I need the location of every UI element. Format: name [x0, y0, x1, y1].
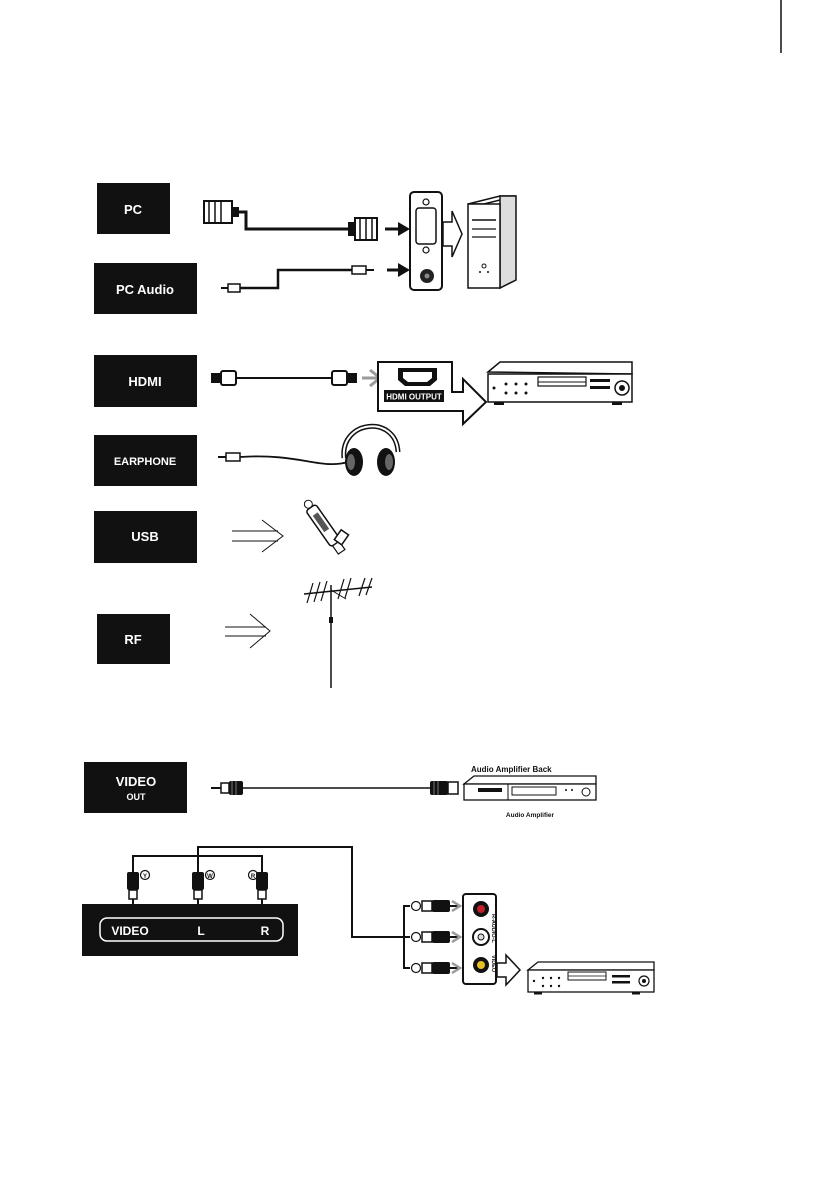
rca-plug-video	[127, 872, 139, 906]
av-wire-middle	[197, 846, 410, 938]
pc-row: PC PC Audio	[94, 183, 517, 314]
video-out-row: VIDEO OUT Audio Amplifier Back Aud	[84, 762, 597, 819]
earphone-label-box	[94, 435, 197, 486]
earphone-label: EARPHONE	[114, 456, 176, 468]
rca-marker-y: Y	[139, 869, 151, 881]
pc-label-box	[97, 183, 170, 234]
hdmi-label: HDMI	[128, 374, 161, 389]
hdmi-plug-left	[211, 370, 237, 386]
av-panel-frame	[99, 917, 284, 942]
earphone-cable	[239, 455, 349, 466]
av-panel	[82, 904, 298, 956]
pc-label: PC	[124, 202, 143, 217]
pc-port-panel	[409, 191, 443, 291]
vga-plug-right	[348, 217, 378, 241]
usb-label-box	[94, 511, 197, 563]
headphones-icon	[341, 424, 401, 476]
av-r-label: R	[261, 924, 270, 938]
dvd-player-icon	[485, 361, 633, 405]
av-l-label: L	[197, 924, 204, 938]
hdmi-port-icon	[398, 368, 437, 386]
gray-arrows	[451, 899, 463, 975]
rca-plug-device-y	[410, 962, 458, 974]
video-out-label-line2: OUT	[127, 792, 147, 802]
svg-text:Y: Y	[143, 874, 147, 880]
svg-text:R: R	[251, 874, 256, 880]
amplifier-label: Audio Amplifier	[506, 812, 555, 819]
hdmi-row: HDMI HDMI OUTPUT	[94, 355, 633, 427]
rca-marker-w: W	[204, 869, 216, 881]
double-arrow-icon	[232, 519, 284, 553]
hdmi-output-label-box	[384, 390, 444, 402]
pc-audio-label: PC Audio	[116, 282, 174, 297]
antenna-icon	[303, 577, 373, 688]
usb-row: USB	[94, 499, 350, 563]
earphone-row: EARPHONE	[94, 424, 401, 486]
audio-jack-right	[351, 265, 374, 275]
vga-plug-left	[203, 200, 239, 224]
rf-label: RF	[124, 632, 141, 647]
hdmi-plug-right	[331, 370, 357, 386]
rca-plug-r	[256, 872, 268, 906]
rf-row: RF	[97, 577, 373, 688]
vga-cable	[239, 210, 350, 231]
device-jack-panel: R-AUDIO-L VIDEO	[462, 893, 497, 985]
audio-jack-left	[221, 283, 241, 293]
rca-plug-right	[430, 781, 459, 795]
arrow-right-icon	[385, 222, 410, 236]
svg-text:W: W	[207, 874, 213, 880]
usb-stick-icon	[303, 499, 346, 555]
audio-amplifier-icon	[462, 775, 597, 801]
pc-tower-icon	[467, 195, 517, 290]
outline-arrow-icon	[442, 210, 463, 258]
hdmi-label-box	[94, 355, 197, 407]
jack-audio-label: R-AUDIO-L	[490, 914, 496, 943]
audio-jack-plug	[218, 452, 241, 462]
video-out-label-line1: VIDEO	[116, 774, 156, 789]
rca-plug-device-r	[410, 900, 458, 912]
av-video-label: VIDEO	[111, 924, 148, 938]
double-arrow-icon	[225, 613, 271, 649]
arrow-right-icon	[387, 263, 410, 277]
usb-cap-icon	[333, 528, 350, 546]
usb-label: USB	[131, 529, 158, 544]
av-row: Y W R VIDEO L R	[82, 846, 655, 995]
hdmi-output-label: HDMI OUTPUT	[386, 393, 442, 402]
outline-arrow-icon	[496, 953, 522, 987]
pc-audio-label-box	[94, 263, 197, 314]
amplifier-back-label: Audio Amplifier Back	[471, 765, 552, 774]
jack-video-label: VIDEO	[490, 955, 496, 973]
rf-label-box	[97, 614, 170, 664]
rca-plug-device-w	[410, 931, 458, 943]
dvd-player-icon	[526, 961, 655, 995]
pc-audio-cable	[240, 268, 352, 290]
video-out-label-box	[84, 762, 187, 813]
av-wire-bracket	[403, 905, 410, 969]
rca-plug-l	[192, 872, 204, 906]
rca-plug-left	[211, 781, 243, 795]
